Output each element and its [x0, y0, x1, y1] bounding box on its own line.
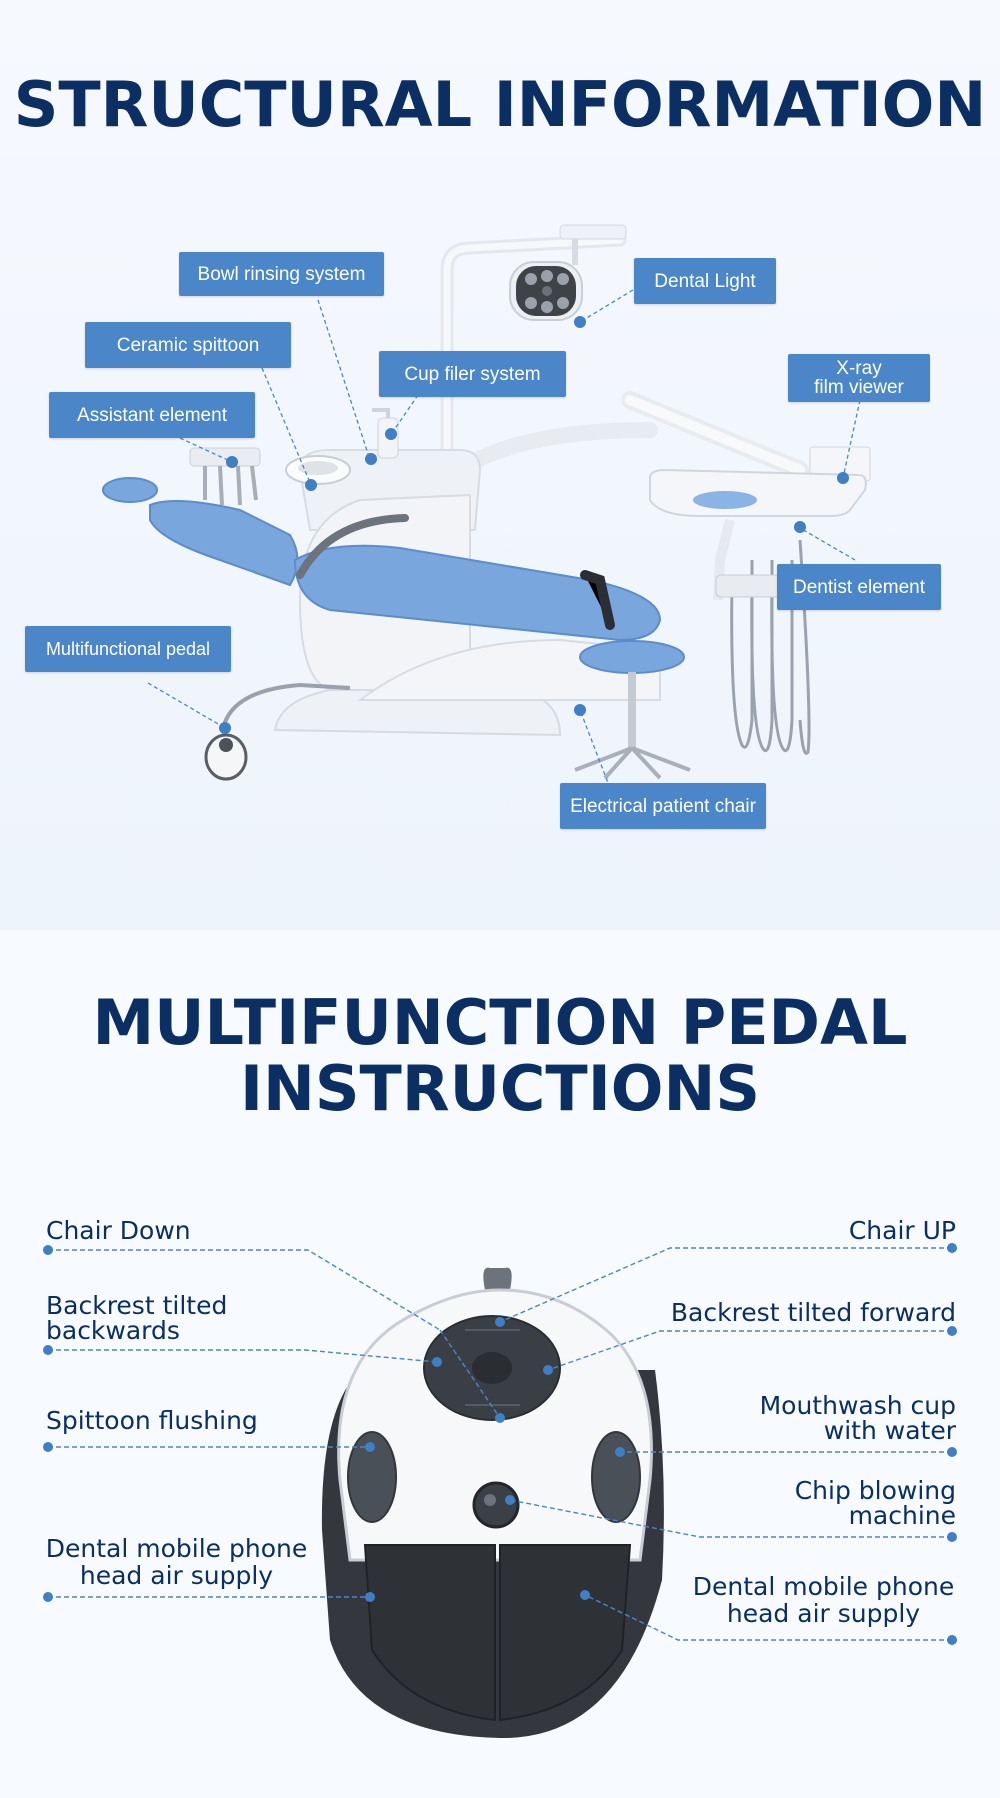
- label-ceramic-spittoon: Ceramic spittoon: [85, 322, 291, 368]
- label-chip-blowing-line2: machine: [848, 1501, 956, 1530]
- marker-pedal: [219, 722, 231, 734]
- label-assistant-element: Assistant element: [49, 392, 255, 438]
- marker-bowl-rinsing: [365, 453, 377, 465]
- marker-dentist: [794, 521, 806, 533]
- pedal-title-line2: INSTRUCTIONS: [239, 1052, 761, 1125]
- label-cup-filer: Cup filer system: [379, 351, 566, 397]
- label-mouthwash: Mouthwash cup with water: [760, 1393, 956, 1443]
- label-dental-light: Dental Light: [634, 258, 776, 304]
- label-handpiece-left-line1: Dental mobile phone: [45, 1534, 308, 1563]
- label-chip-blowing-line1: Chip blowing: [794, 1476, 956, 1505]
- label-mouthwash-line1: Mouthwash cup: [759, 1391, 956, 1420]
- label-backrest-backwards-line1: Backrest tilted: [46, 1291, 228, 1320]
- marker-assistant: [226, 456, 238, 468]
- label-handpiece-left-line2: head air supply: [79, 1561, 274, 1590]
- label-handpiece-right: Dental mobile phone head air supply: [691, 1573, 956, 1627]
- label-multifunctional-pedal: Multifunctional pedal: [25, 626, 231, 672]
- label-chip-blowing: Chip blowing machine: [795, 1478, 956, 1528]
- marker-chair: [574, 704, 586, 716]
- label-electrical-chair: Electrical patient chair: [560, 783, 766, 829]
- label-dentist-element: Dentist element: [777, 564, 941, 610]
- marker-ceramic-spittoon: [305, 479, 317, 491]
- label-backrest-backwards: Backrest tilted backwards: [46, 1293, 227, 1343]
- marker-xray: [837, 472, 849, 484]
- structural-title: STRUCTURAL INFORMATION: [13, 68, 987, 141]
- label-chair-up: Chair UP: [848, 1216, 956, 1245]
- dental-unit-illustration: [102, 224, 871, 789]
- marker-cup-filer: [385, 428, 397, 440]
- label-handpiece-left: Dental mobile phone head air supply: [44, 1535, 309, 1589]
- marker-dental-light: [574, 316, 586, 328]
- label-xray-line2: film viewer: [814, 377, 904, 398]
- pedal-title-line1: MULTIFUNCTION PEDAL: [92, 986, 908, 1059]
- pedal-title: MULTIFUNCTION PEDAL INSTRUCTIONS: [0, 990, 1000, 1122]
- label-handpiece-right-line1: Dental mobile phone: [692, 1572, 955, 1601]
- label-xray-line1: X-ray: [836, 358, 882, 379]
- label-bowl-rinsing: Bowl rinsing system: [179, 252, 384, 296]
- label-backrest-backwards-line2: backwards: [46, 1316, 180, 1345]
- label-chair-down: Chair Down: [46, 1216, 191, 1245]
- label-mouthwash-line2: with water: [823, 1416, 956, 1445]
- label-spittoon-flushing: Spittoon flushing: [46, 1406, 258, 1435]
- label-backrest-forward: Backrest tilted forward: [670, 1298, 956, 1327]
- label-handpiece-right-line2: head air supply: [726, 1599, 921, 1628]
- dental-light-head: [509, 261, 583, 321]
- label-xray-viewer: X-ray film viewer: [788, 354, 930, 402]
